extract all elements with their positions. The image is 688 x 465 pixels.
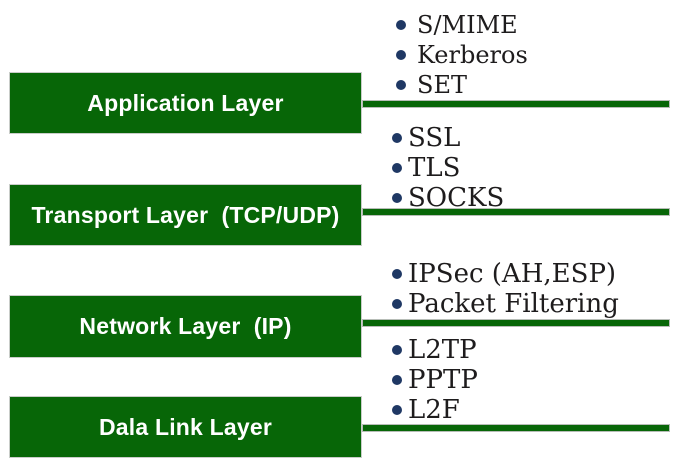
protocol-label: Packet Filtering — [408, 289, 619, 319]
protocol-label: SSL — [408, 123, 461, 153]
protocol-label: TLS — [408, 153, 461, 183]
list-item: L2F — [392, 395, 478, 425]
bullet-icon — [392, 405, 402, 415]
list-item: PPTP — [392, 365, 478, 395]
protocol-label: SOCKS — [408, 183, 505, 213]
protocol-label: SET — [417, 71, 467, 99]
list-item: IPSec (AH,ESP) — [392, 259, 619, 289]
layer-label-network: Network Layer (IP) — [79, 313, 292, 339]
connector-line-network — [362, 319, 670, 327]
layer-label-application: Application Layer — [87, 89, 284, 116]
bullet-icon — [396, 20, 406, 30]
bullet-icon — [392, 345, 402, 355]
bullet-icon — [392, 299, 402, 309]
connector-line-application — [362, 100, 670, 108]
protocol-label: PPTP — [408, 365, 478, 395]
connector-line-datalink — [362, 424, 670, 432]
bullet-icon — [392, 375, 402, 385]
layer-label-transport: Transport Layer (TCP/UDP) — [31, 201, 340, 228]
list-item: L2TP — [392, 335, 478, 365]
list-item: Packet Filtering — [392, 289, 619, 319]
bullet-icon — [396, 50, 406, 60]
list-item: TLS — [392, 153, 504, 183]
bullet-icon — [392, 193, 402, 203]
connector-line-transport — [362, 208, 670, 216]
bullet-icon — [392, 163, 402, 173]
protocol-list-network: IPSec (AH,ESP) Packet Filtering — [392, 259, 619, 319]
list-item: Kerberos — [396, 40, 528, 70]
list-item: SSL — [392, 123, 504, 153]
protocol-label: IPSec (AH,ESP) — [408, 259, 617, 289]
list-item: SET — [396, 70, 528, 100]
protocol-label: L2TP — [408, 335, 477, 365]
protocol-label: L2F — [408, 395, 460, 425]
layer-box-application: Application Layer — [9, 72, 362, 134]
layer-label-datalink: Dala Link Layer — [98, 413, 273, 440]
protocol-list-transport: SSL TLS SOCKS — [392, 123, 504, 213]
list-item: S/MIME — [396, 10, 528, 40]
layer-box-network: Network Layer (IP) — [9, 295, 362, 358]
layer-box-datalink: Dala Link Layer — [9, 396, 362, 458]
protocol-label: Kerberos — [417, 41, 528, 69]
bullet-icon — [392, 133, 402, 143]
bullet-icon — [396, 80, 406, 90]
bullet-icon — [392, 269, 402, 279]
layer-box-transport: Transport Layer (TCP/UDP) — [9, 184, 362, 246]
protocol-list-application: S/MIME Kerberos SET — [396, 10, 528, 100]
protocol-label: S/MIME — [417, 11, 518, 39]
list-item: SOCKS — [392, 183, 504, 213]
protocol-list-datalink: L2TP PPTP L2F — [392, 335, 478, 425]
